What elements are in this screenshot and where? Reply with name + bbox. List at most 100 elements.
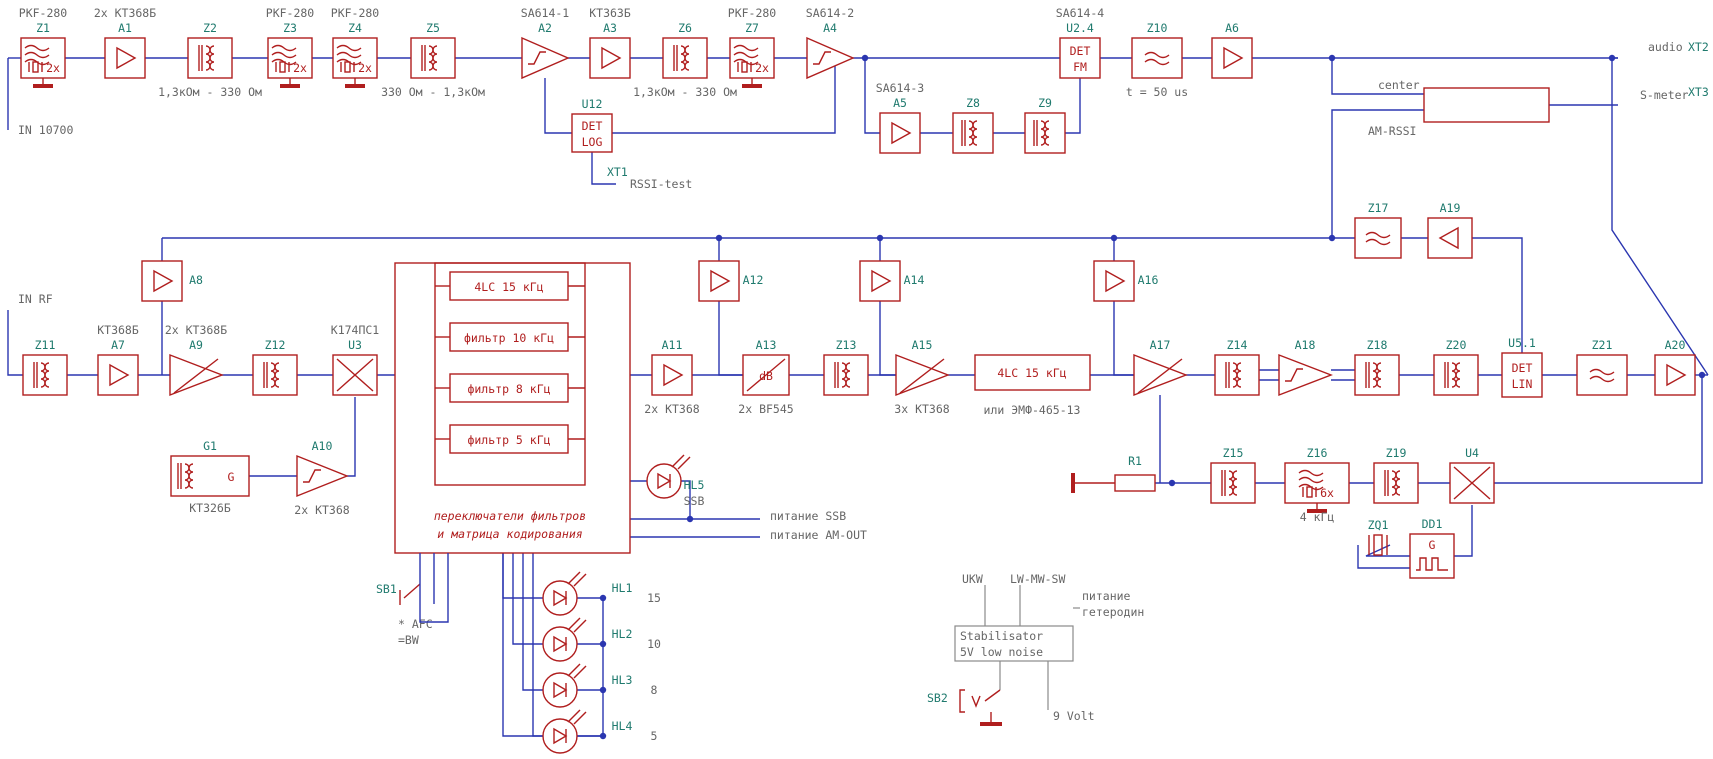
- ref-a11: A11: [662, 338, 683, 352]
- ref-z3: Z3: [283, 21, 297, 35]
- led-value: 10: [647, 637, 661, 651]
- ref-dd1: DD1: [1422, 517, 1443, 531]
- above-z4: PKF-280: [331, 6, 380, 20]
- below-z5: 330 Ом - 1,3кОм: [381, 85, 485, 99]
- ref-a15: A15: [912, 338, 933, 352]
- stabilizer-volt: 9 Volt: [1053, 709, 1095, 723]
- label-smeter: S-meter: [1640, 88, 1689, 102]
- label-power-am: питание AM-OUT: [770, 528, 867, 542]
- block-u4: U4: [1449, 446, 1495, 504]
- ref-z6: Z6: [678, 21, 692, 35]
- block-u12: DET LOG U12: [571, 97, 613, 153]
- above-z7: PKF-280: [728, 6, 777, 20]
- ref-u2-4: U2.4: [1066, 21, 1094, 35]
- ref-a4: A4: [823, 21, 837, 35]
- ref-a8: A8: [189, 273, 203, 287]
- rf-filter: 4LC 15 кГц или ЭМФ-465-13: [974, 354, 1091, 417]
- ref-z5: Z5: [426, 21, 440, 35]
- label-bw: =BW: [398, 633, 419, 647]
- block-z6: Z6 1,3кОм - 330 Ом: [633, 21, 737, 99]
- ref-z10: Z10: [1147, 21, 1168, 35]
- stabilizer-ukw: UKW: [962, 572, 983, 586]
- ref-a12: A12: [743, 273, 764, 287]
- above-a3: КТ363Б: [589, 6, 631, 20]
- below-z10: t = 50 us: [1126, 85, 1188, 99]
- below-z6: 1,3кОм - 330 Ом: [633, 85, 737, 99]
- stabilizer-sb2: SB2: [927, 691, 948, 705]
- det-line2: LIN: [1512, 377, 1533, 391]
- ref-a14: A14: [904, 273, 925, 287]
- osc-label: G: [228, 470, 235, 484]
- ref-z2: Z2: [203, 21, 217, 35]
- ref-hl5: HL5: [684, 478, 705, 492]
- ref-z7: Z7: [745, 21, 759, 35]
- ref-z12: Z12: [265, 338, 286, 352]
- above-u2-4: SA614-4: [1056, 6, 1105, 20]
- block-sub: 2x: [293, 61, 307, 75]
- below-g1: КТ326Б: [189, 501, 231, 515]
- ref-z19: Z19: [1386, 446, 1407, 460]
- ref-z13: Z13: [836, 338, 857, 352]
- filter-bank-caption-1: переключатели фильтров: [434, 509, 586, 523]
- filter-bank-caption-2: и матрица кодирования: [437, 527, 582, 541]
- block-r1: R1: [1071, 454, 1156, 493]
- above-a2: SA614-1: [521, 6, 570, 20]
- above-a1: 2x КТ368Б: [94, 6, 156, 20]
- block-a20: A20: [1654, 338, 1696, 396]
- block-z10: Z10 t = 50 us: [1126, 21, 1188, 99]
- ref-z1: Z1: [36, 21, 50, 35]
- det-line1: DET: [582, 119, 603, 133]
- ref-a20: A20: [1665, 338, 1686, 352]
- below-z2: 1,3кОм - 330 Ом: [158, 85, 262, 99]
- block-a12: A12: [698, 260, 764, 302]
- block-z12: Z12: [252, 338, 298, 396]
- block-sub: 2x: [358, 61, 372, 75]
- det-line2: LOG: [582, 135, 603, 149]
- block-sub: 2x: [755, 61, 769, 75]
- ref-a17: A17: [1150, 338, 1171, 352]
- below-a10: 2x КТ368: [294, 503, 349, 517]
- led-ref: HL2: [612, 627, 633, 641]
- label-in-rf: IN RF: [18, 292, 53, 306]
- ref-u5-1: U5.1: [1508, 336, 1536, 350]
- filter-bank-item: фильтр 5 кГц: [467, 433, 550, 447]
- ref-a5: A5: [893, 96, 907, 110]
- label-xt1: XT1: [607, 165, 628, 179]
- block-a15: A15 3x КТ368: [894, 338, 950, 416]
- below-a15: 3x КТ368: [894, 402, 949, 416]
- sb1-switch: [399, 553, 449, 623]
- below-a13: 2x BF545: [738, 402, 793, 416]
- block-z21: Z21: [1576, 338, 1628, 396]
- ref-u12: U12: [582, 97, 603, 111]
- led-value: 15: [647, 591, 661, 605]
- det-line1: DET: [1512, 361, 1533, 375]
- ref-z8: Z8: [966, 96, 980, 110]
- ref-z20: Z20: [1446, 338, 1467, 352]
- wires: [7, 54, 1709, 740]
- io-labels: IN 10700 IN RF XT1 RSSI-test audio XT2 S…: [18, 40, 1709, 647]
- ref-a19: A19: [1440, 201, 1461, 215]
- led-value: 5: [651, 729, 658, 743]
- det-line2: FM: [1073, 60, 1087, 74]
- label-xt2: XT2: [1688, 40, 1709, 54]
- ref-a3: A3: [603, 21, 617, 35]
- block-z5: Z5 330 Ом - 1,3кОм: [381, 21, 485, 99]
- stabilizer-power1: питание: [1082, 589, 1131, 603]
- ref-a18: A18: [1295, 338, 1316, 352]
- ref-a2: A2: [538, 21, 552, 35]
